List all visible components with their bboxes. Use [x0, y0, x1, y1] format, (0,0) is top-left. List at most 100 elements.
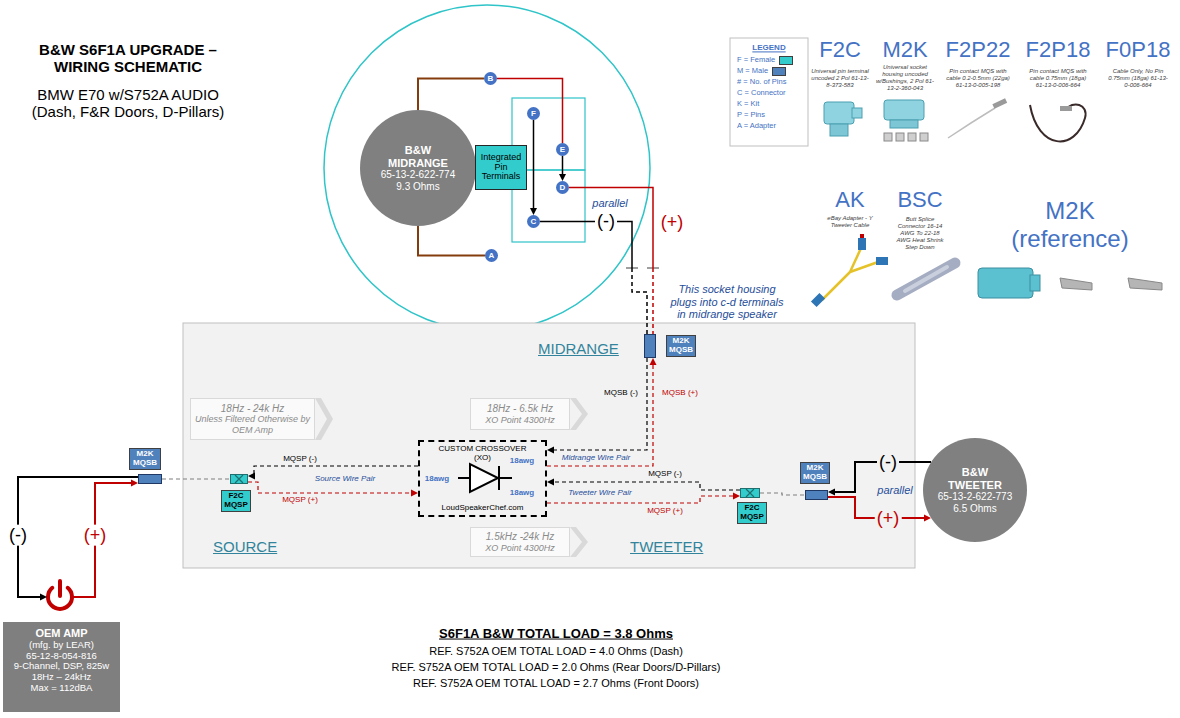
part-icon [908, 133, 916, 141]
node-text: (mfg. by LEAR) [29, 640, 94, 651]
arrowhead [248, 473, 255, 480]
part-icon [860, 234, 864, 238]
wire-label: MQSP (+) [645, 506, 685, 515]
wire [418, 226, 485, 256]
wire-connector [497, 79, 563, 144]
pin-circle: B [484, 72, 497, 85]
wire-label: (-) [595, 211, 617, 232]
part-icon [1128, 278, 1162, 290]
wire-label: MQSB (+) [660, 388, 700, 397]
legend-row: K = Kit [737, 100, 759, 109]
panel-ground [183, 323, 915, 568]
part-icon [852, 108, 862, 118]
connector-icon [231, 475, 248, 484]
note: parallel [877, 484, 912, 497]
part-icon [890, 120, 918, 128]
node-text: 65-13-2-622-774 [381, 169, 456, 181]
wire-connector [248, 482, 418, 497]
part-description: Butt Splice Connector 16-14 AWG To 22-18… [893, 216, 948, 250]
wire-label: MQSP (+) [280, 495, 320, 504]
wire-label: (+) [875, 508, 902, 529]
part-code: M2K [882, 37, 927, 62]
part-icon [1060, 106, 1072, 111]
legend-row: C = Connector [737, 89, 786, 98]
band-chevron [315, 398, 333, 440]
legend-row: M = Male [737, 67, 786, 76]
part-code: M2K (reference) [995, 197, 1145, 252]
legend-row: P = Pins [737, 111, 765, 120]
part-icon [905, 267, 947, 291]
legend-swatch [779, 56, 793, 65]
band-note: 18Hz - 24k HzUnless Filtered Otherwise b… [190, 398, 315, 440]
connector-icon [741, 489, 760, 498]
speaker-circle: B&W MIDRANGE65-13-2-622-7749.3 Ohms [360, 110, 476, 226]
part-code: AK [835, 187, 864, 212]
connector-icon [230, 474, 248, 484]
node-text: M2K MQSB [800, 462, 830, 484]
wire-gauge: 18awg [425, 474, 449, 483]
arrowhead [530, 208, 537, 215]
node-text: XO Point 4300Hz [485, 543, 555, 553]
node-text: A [489, 252, 495, 260]
part-icon [920, 133, 928, 141]
part-code: BSC [897, 187, 942, 212]
pin-circle: F [527, 107, 540, 120]
connector-icon [805, 490, 828, 500]
node-text: TWEETER [630, 538, 703, 555]
part-description: eBay Adapter - Y Tweeter Cable [820, 215, 880, 229]
wire-label: MQSB (-) [602, 388, 640, 397]
node-text: M2K MQSB [666, 335, 696, 357]
part-icon [822, 246, 878, 300]
wire-pair-label: Source Wire Pair [315, 474, 375, 483]
connector-icon [644, 334, 656, 358]
connector-icon [235, 475, 243, 483]
wire-label: MQSP (-) [281, 454, 319, 463]
legend-row: A = Adapter [737, 122, 776, 131]
wire [540, 222, 632, 269]
wire-connector [559, 156, 566, 181]
wire-gauge: 18awg [510, 456, 534, 465]
node-text: B&W TWEETER [942, 466, 1008, 491]
wire-label: (-) [877, 452, 899, 473]
wire [248, 482, 413, 493]
band-chevron [570, 398, 588, 430]
node-text: 6.5 Ohms [953, 503, 996, 515]
wire-connector [540, 222, 647, 335]
wire-connector [530, 120, 537, 215]
connector-icon [645, 335, 656, 358]
node-text: 18Hz - 24k Hz [221, 403, 284, 415]
band-chevron [570, 527, 588, 557]
node-text: OEM AMP [35, 627, 87, 640]
wire-connector [162, 479, 230, 480]
node-text: Max = 112dBA [31, 683, 93, 694]
wire-pair-label: Midrange Wire Pair [562, 453, 630, 462]
part-description: Cable Only, No Pin 0.75mm (18ga) 61-13-0… [1108, 68, 1168, 89]
node-text: F [531, 110, 536, 118]
legend-text: P = Pins [737, 111, 765, 120]
part-icon [948, 108, 995, 138]
legend-text: A = Adapter [737, 122, 776, 131]
node-text: 9-Channel, DSP, 825w [14, 661, 109, 672]
part-icon [992, 98, 1007, 108]
connector-tag: M2K MQSB [800, 462, 830, 500]
amp-box: OEM AMP(mfg. by LEAR)65-12-8-054-8169-Ch… [3, 578, 120, 712]
pin-circle: A [485, 249, 498, 262]
node-text: 18Hz – 24kHz [32, 672, 92, 683]
arrowhead [828, 489, 835, 496]
legend-text: M = Male [737, 67, 768, 76]
part-icon [884, 100, 924, 120]
connector-icon [138, 474, 162, 484]
wire-connector [418, 226, 485, 256]
node-text: 65-12-8-054-816 [26, 651, 97, 662]
subtitle: BMW E70 w/S752A AUDIO (Dash, F&R Doors, … [18, 86, 238, 121]
midrange-outline [324, 5, 650, 331]
part-icon [876, 257, 888, 265]
legend-text: # = No. of Pins [737, 78, 786, 87]
node-text: 9.3 Ohms [396, 181, 439, 193]
pin-circle: E [556, 143, 569, 156]
crossover-symbol [498, 466, 500, 490]
part-icon [858, 238, 866, 250]
wire-connector [760, 493, 805, 495]
part-icon [1060, 278, 1092, 290]
